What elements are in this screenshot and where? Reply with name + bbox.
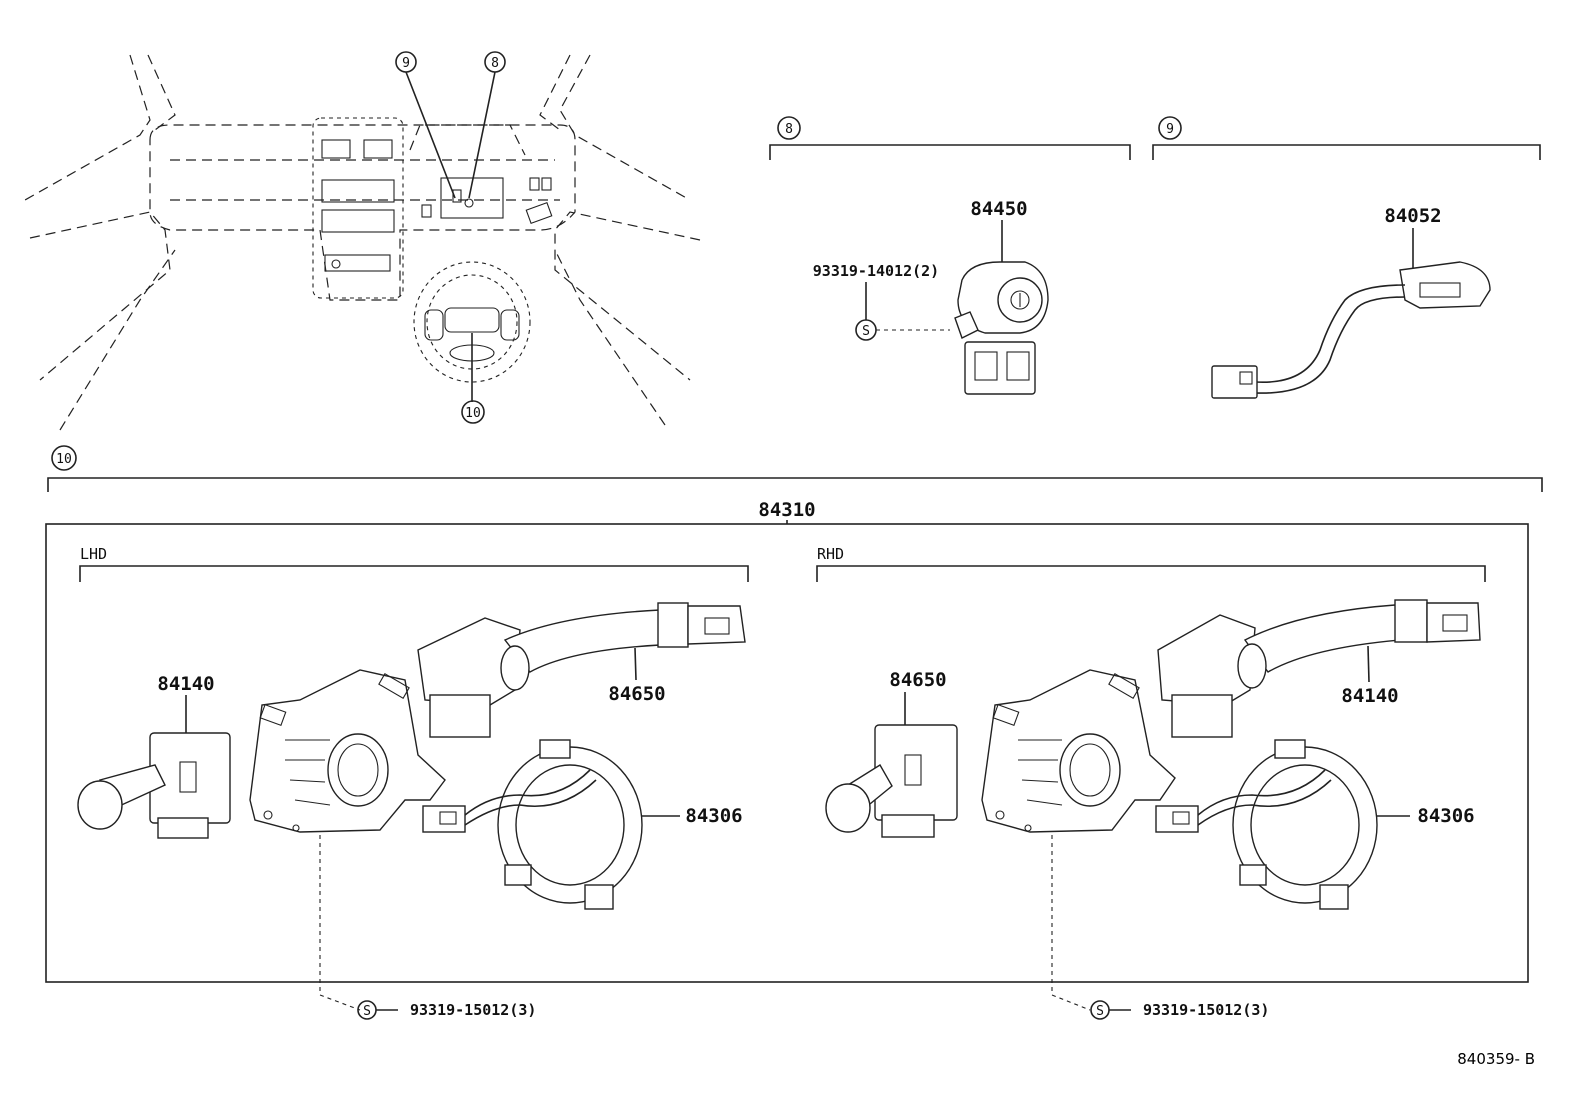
lhd-part-84650-label: 84650: [608, 683, 665, 705]
part-84310-label: 84310: [758, 499, 815, 521]
rhd-switch-body: [981, 669, 1176, 833]
section-8: 8 84450 93319-14012(2) S: [769, 116, 1131, 395]
rhd-label: RHD: [817, 545, 844, 563]
part-84052-label: 84052: [1384, 205, 1441, 227]
rhd-part-84140-label: 84140: [1341, 685, 1398, 707]
lhd-label: LHD: [80, 545, 107, 563]
lhd-spiral-cable-84306: [422, 739, 643, 910]
lhd-light-switch-84140: [77, 732, 231, 839]
lhd-part-84306-label: 84306: [685, 805, 742, 827]
section-9-callout: 9: [1166, 122, 1174, 137]
screw-marker-s: S: [862, 324, 870, 339]
callout-8: 8: [491, 56, 499, 71]
rhd-part-84650-label: 84650: [889, 669, 946, 691]
rhd-light-switch-84140: [1157, 599, 1481, 738]
section-9: 9 84052: [1152, 116, 1541, 399]
rhd-part-84306-label: 84306: [1417, 805, 1474, 827]
callout-9: 9: [402, 56, 410, 71]
diagram-reference: 840359- B: [1457, 1050, 1535, 1068]
screw-marker-s-lhd: S: [363, 1004, 371, 1019]
callout-10: 10: [465, 406, 481, 421]
rhd-parts: 84650: [825, 599, 1481, 1011]
sensor-84052: [1211, 261, 1491, 399]
part-84450-label: 84450: [970, 198, 1027, 220]
screw-93319-15012-rhd-label: 93319-15012(3): [1143, 1001, 1269, 1019]
screw-callout-lhd: S 93319-15012(3): [357, 1000, 536, 1020]
screw-marker-s-rhd: S: [1096, 1004, 1104, 1019]
ignition-switch-84450: [954, 261, 1049, 395]
screw-93319-14012-label: 93319-14012(2): [813, 262, 939, 280]
dashboard-overview: 9 8 10: [24, 51, 701, 431]
lhd-wiper-switch-84650: [417, 602, 746, 738]
rhd-spiral-cable-84306: [1155, 739, 1378, 910]
screw-callout-rhd: S 93319-15012(3): [1090, 1000, 1269, 1020]
lhd-parts: 84140: [77, 602, 746, 1011]
assembly-84310-box: [45, 523, 1529, 983]
screw-93319-15012-lhd-label: 93319-15012(3): [410, 1001, 536, 1019]
rhd-wiper-switch-84650: [825, 724, 958, 838]
lhd-switch-body: [249, 669, 446, 833]
lhd-part-84140-label: 84140: [157, 673, 214, 695]
section-8-callout: 8: [785, 122, 793, 137]
section-10-callout: 10: [56, 452, 72, 467]
section-10: 10 84310 LHD RHD 84140: [45, 445, 1543, 1011]
